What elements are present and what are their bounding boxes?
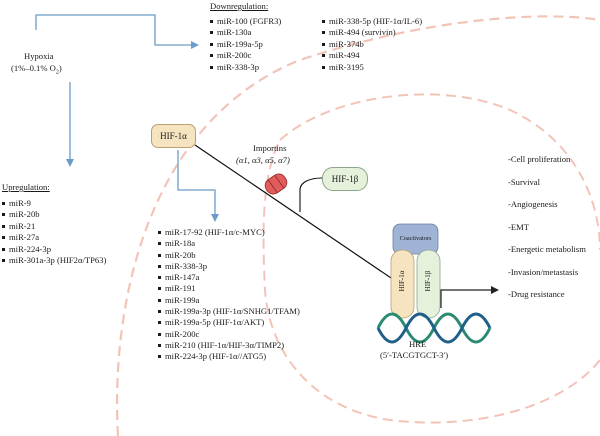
- list-item: miR-130a: [210, 27, 281, 38]
- list-item: -Energetic metabolism: [508, 244, 586, 254]
- list-item: -Survival: [508, 176, 540, 187]
- hif1b-box: HIF-1β: [322, 167, 368, 191]
- importins-subtypes: (α1, α3, α5, α7): [236, 155, 290, 165]
- translocation-line: [194, 144, 395, 281]
- hif1a-box: HIF-1α: [151, 124, 196, 148]
- downregulation-list-1: miR-100 (FGFR3) miR-130a miR-199a-5p miR…: [210, 16, 281, 73]
- list-item: miR-338-3p: [158, 261, 300, 272]
- list-item: miR-199a: [158, 295, 300, 306]
- list-item: miR-199a-5p: [210, 39, 281, 50]
- list-item: miR-224-3p: [2, 244, 106, 255]
- hre-sequence: (5′-TACGTGCT-3′): [380, 350, 449, 360]
- coactivators-label: Coactivators: [399, 234, 432, 242]
- list-item: miR-3195: [322, 62, 422, 73]
- list-item: miR-100 (FGFR3): [210, 16, 281, 27]
- list-item: miR-338-3p: [210, 62, 281, 73]
- list-item: -EMT: [508, 221, 530, 232]
- hif1a-mir-list: miR-17-92 (HIF-1α/c-MYC) miR-18a miR-20b…: [158, 227, 300, 363]
- hypoxia-title: Hypoxia: [24, 51, 54, 61]
- list-item: miR-18a: [158, 238, 300, 249]
- downregulation-list-2: miR-338-5p (HIF-1α/IL-6) miR-494 (surviv…: [322, 16, 422, 73]
- list-item: miR-191: [158, 283, 300, 294]
- list-item: -Angiogenesis: [508, 199, 558, 209]
- list-item: miR-224-3p (HIF-1α//ATG5): [158, 351, 300, 362]
- list-item: miR-210 (HIF-1α/HIF-3α/TIMP2): [158, 340, 300, 351]
- list-item: miR-21: [2, 221, 106, 232]
- list-item: -Cell proliferation: [508, 154, 571, 164]
- list-item: miR-17-92 (HIF-1α/c-MYC): [158, 227, 300, 238]
- upregulation-list: miR-9 miR-20b miR-21 miR-27a miR-224-3p …: [2, 198, 106, 266]
- coactivators-box: [392, 223, 439, 255]
- importin-icon: [264, 173, 288, 195]
- complex-hif1a: [390, 249, 415, 319]
- list-item: miR-9: [2, 198, 106, 209]
- hypoxia-range: (1%–0.1% O2): [11, 63, 62, 76]
- list-item: miR-200c: [158, 329, 300, 340]
- hypoxia-to-downregulation-arrow: [35, 14, 199, 49]
- list-item: miR-494: [322, 50, 422, 61]
- hif1a-to-mirs-arrow: [177, 150, 219, 222]
- hre-label: HRE: [409, 339, 427, 349]
- importins-label: Importins: [253, 143, 287, 153]
- list-item: miR-199a-3p (HIF-1α/SNHG1/TFAM): [158, 306, 300, 317]
- transcription-arrow: [440, 286, 499, 308]
- list-item: miR-494 (survivin): [322, 27, 422, 38]
- list-item: -Invasion/metastasis: [508, 266, 579, 277]
- list-item: miR-27a: [2, 232, 106, 243]
- list-item: miR-20b: [2, 209, 106, 220]
- complex-hif1a-label: HIF-1α: [398, 270, 406, 292]
- list-item: miR-338-5p (HIF-1α/IL-6): [322, 16, 422, 27]
- nucleus-membrane: [262, 93, 600, 424]
- dna-strand-b: [376, 312, 492, 344]
- outcome-list: -Cell proliferation -Survival -Angiogene…: [508, 154, 586, 312]
- list-item: miR-200c: [210, 50, 281, 61]
- list-item: miR-147a: [158, 272, 300, 283]
- cell-membrane: [115, 15, 600, 436]
- list-item: miR-20b: [158, 250, 300, 261]
- list-item: miR-374b: [322, 39, 422, 50]
- list-item: miR-301a-3p (HIF2α/TP63): [2, 255, 106, 266]
- upregulation-heading: Upregulation:: [2, 182, 50, 192]
- list-item: miR-199a-5p (HIF-1α/AKT): [158, 317, 300, 328]
- complex-hif1b-label: HIF-1β: [424, 270, 432, 292]
- downregulation-heading: Downregulation:: [210, 1, 269, 11]
- list-item: -Drug resistance: [508, 289, 565, 299]
- hif1b-connector: [299, 177, 323, 212]
